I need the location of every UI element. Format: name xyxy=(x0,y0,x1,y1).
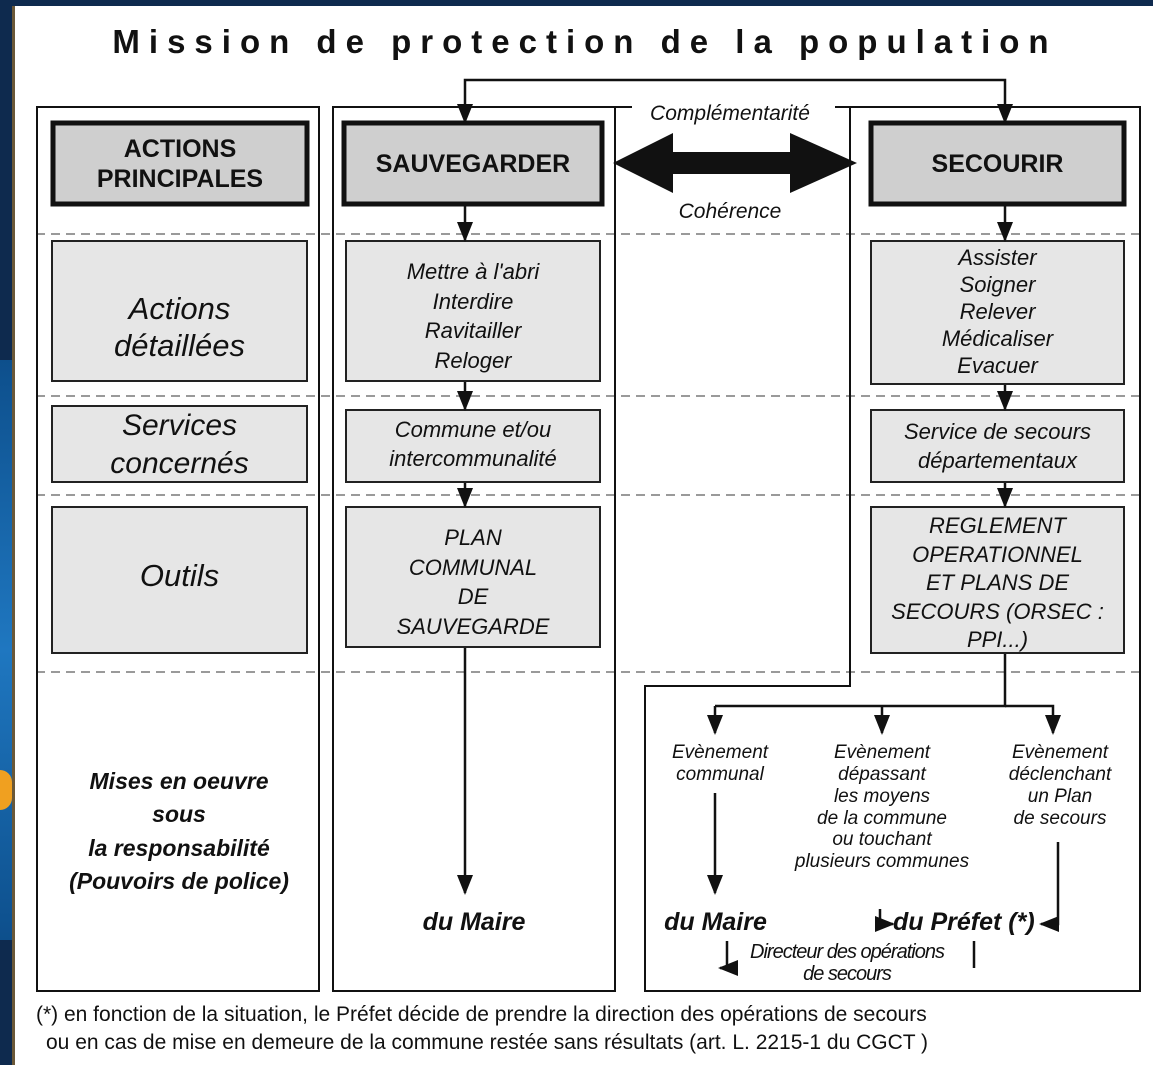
services-line1: Services xyxy=(121,409,238,442)
sauvegarder-outil-4: SAUVEGARDE xyxy=(396,614,550,640)
sauvegarder-service-2: intercommunalité xyxy=(389,445,557,471)
actions-detaillees-label: Actions détaillées xyxy=(52,290,307,364)
services-label: Services concernés xyxy=(52,407,307,482)
event-plan: Evènement déclenchant un Plan de secours xyxy=(985,742,1135,829)
event-communal: Evènement communal xyxy=(650,742,790,786)
actions-detaillees-line2: détaillées xyxy=(114,328,245,364)
sauvegarder-header: SAUVEGARDER xyxy=(375,149,571,178)
sauvegarder-action-3: Ravitailler xyxy=(424,318,522,344)
event-depassant-line2: dépassant xyxy=(838,763,926,785)
sauvegarder-outil-3: DE xyxy=(457,584,489,610)
mises-line3: la responsabilité xyxy=(88,834,270,861)
secourir-responsable-maire: du Maire xyxy=(664,908,767,936)
sauvegarder-responsable: du Maire xyxy=(422,908,526,936)
secourir-action-1: Assister xyxy=(958,245,1037,270)
secourir-header: SECOURIR xyxy=(931,149,1064,178)
secourir-outil-5: PPI...) xyxy=(966,627,1029,653)
directeur-line1: Directeur des opérations xyxy=(750,941,945,963)
secourir-action-4: Médicaliser xyxy=(941,326,1054,352)
directeur-line2: de secours xyxy=(803,962,892,985)
event-depassant-line1: Evènement xyxy=(833,742,931,763)
sauvegarder-outil-2: COMMUNAL xyxy=(408,554,538,580)
outils-label: Outils xyxy=(139,558,220,593)
sauvegarder-outils: PLAN COMMUNAL DE SAUVEGARDE xyxy=(346,523,600,642)
mises-line4: (Pouvoirs de police) xyxy=(69,868,289,895)
header-boxes xyxy=(50,120,1127,207)
event-depassant-line6: plusieurs communes xyxy=(794,851,970,873)
footnote-line2: ou en cas de mise en demeure de la commu… xyxy=(46,1031,929,1054)
secourir-service-2: départementaux xyxy=(918,447,1077,473)
sauvegarder-outil-1: PLAN xyxy=(444,525,502,550)
background-logo-dot xyxy=(0,770,12,810)
footnote-line1: (*) en fonction de la situation, le Préf… xyxy=(36,1003,927,1026)
secourir-services: Service de secours départementaux xyxy=(871,418,1124,475)
secourir-action-3: Relever xyxy=(959,299,1036,325)
secourir-outils: REGLEMENT OPERATIONNEL ET PLANS DE SECOU… xyxy=(871,512,1124,655)
secourir-service-1: Service de secours xyxy=(903,419,1092,444)
sauvegarder-service-1: Commune et/ou xyxy=(394,417,552,442)
services-line2: concernés xyxy=(110,446,249,480)
event-communal-line2: communal xyxy=(676,763,764,785)
double-arrow-shape xyxy=(613,133,857,193)
event-plan-line2: déclenchant xyxy=(1008,763,1112,785)
secourir-outil-3: ET PLANS DE xyxy=(925,570,1070,596)
diagram-title: Mission de protection de la population xyxy=(112,23,1058,60)
actions-principales-header: ACTIONS PRINCIPALES xyxy=(53,123,307,204)
detail-boxes xyxy=(51,240,1125,654)
sauvegarder-action-1: Mettre à l'abri xyxy=(406,259,540,284)
sauvegarder-action-2: Interdire xyxy=(432,288,514,314)
row-separators xyxy=(36,233,1145,673)
actions-detaillees-line1: Actions xyxy=(128,291,231,326)
mises-line2: sous xyxy=(152,801,206,828)
actions-principales-line2: PRINCIPALES xyxy=(96,164,264,193)
secourir-responsable-prefet: du Préfet (*) xyxy=(893,908,1035,936)
event-depassant-line4: de la commune xyxy=(817,807,947,829)
secourir-actions: Assister Soigner Relever Médicaliser Eva… xyxy=(871,244,1124,379)
mission-connector xyxy=(457,78,1013,124)
sauvegarder-services: Commune et/ou intercommunalité xyxy=(346,416,600,473)
secourir-outil-1: REGLEMENT xyxy=(929,513,1066,538)
secourir-action-2: Soigner xyxy=(959,272,1036,298)
event-plan-line4: de secours xyxy=(1013,807,1107,829)
event-depassant: Evènement dépassant les moyens de la com… xyxy=(770,742,994,873)
event-communal-line1: Evènement xyxy=(671,742,769,763)
secourir-outil-2: OPERATIONNEL xyxy=(912,541,1083,567)
secourir-outil-4: SECOURS (ORSEC : xyxy=(891,598,1104,624)
directeur-operations: Directeur des opérations de secours xyxy=(722,941,972,985)
sauvegarder-action-4: Reloger xyxy=(434,348,512,374)
event-depassant-line3: les moyens xyxy=(833,785,931,807)
mises-line1: Mises en oeuvre xyxy=(89,768,269,794)
actions-principales-line1: ACTIONS xyxy=(123,134,237,163)
event-plan-line3: un Plan xyxy=(1027,785,1093,807)
complementarite-label: Complémentarité xyxy=(650,102,810,125)
flow-arrows xyxy=(457,205,1061,976)
coherence-label: Cohérence xyxy=(678,200,782,223)
event-depassant-line5: ou touchant xyxy=(832,829,932,851)
event-plan-line1: Evènement xyxy=(1011,742,1109,763)
secourir-action-5: Evacuer xyxy=(957,353,1038,379)
sauvegarder-actions: Mettre à l'abri Interdire Ravitailler Re… xyxy=(346,257,600,376)
mises-en-oeuvre-label: Mises en oeuvre sous la responsabilité (… xyxy=(44,765,314,898)
